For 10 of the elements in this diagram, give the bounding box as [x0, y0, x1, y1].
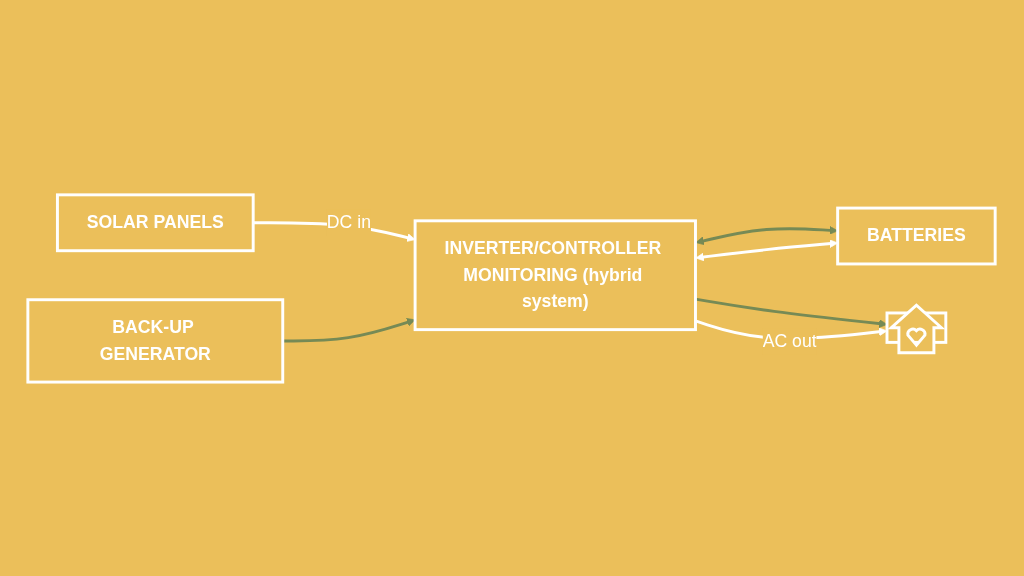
- edge-label: AC out: [763, 330, 818, 351]
- node-box: SOLAR PANELS: [56, 192, 256, 252]
- node-box: BACK-UP GENERATOR: [26, 297, 285, 384]
- arrow: [695, 297, 888, 328]
- arrow: [695, 238, 839, 261]
- arrow: [695, 225, 839, 245]
- edge-label: DC in: [327, 212, 372, 232]
- node-box: INVERTER/CONTROLLER MONITORING (hybrid system): [414, 218, 698, 331]
- node-box: BATTERIES: [836, 206, 998, 265]
- arrow: [283, 317, 416, 342]
